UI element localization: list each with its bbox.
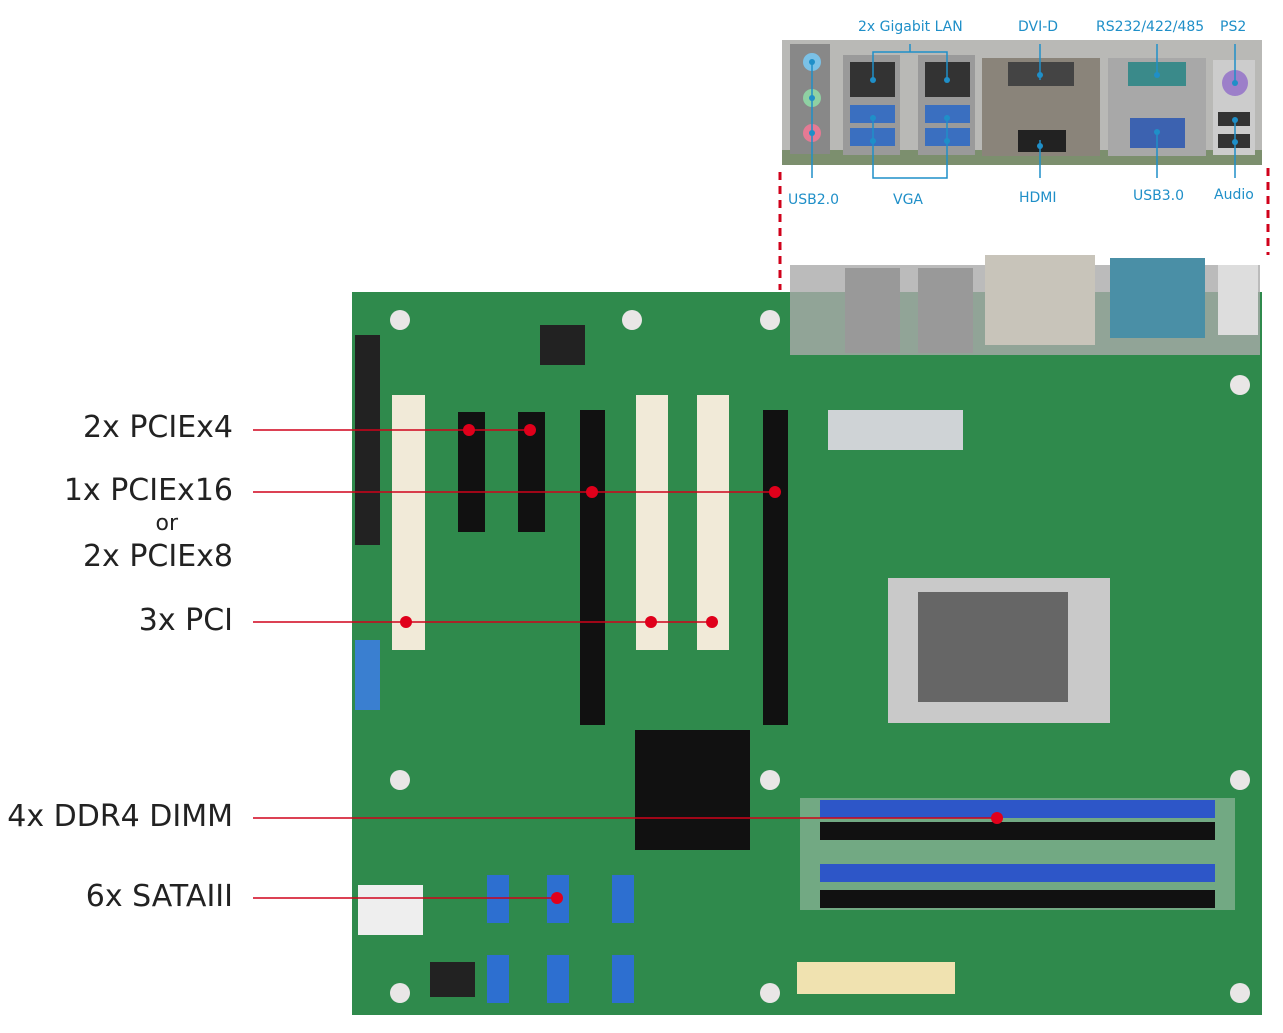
io-label-usb2: USB2.0 (788, 192, 840, 208)
pci-slot-3 (697, 395, 729, 650)
io-label-rs232: RS232/422/485 (1096, 19, 1205, 35)
dimm-slot-2 (820, 822, 1215, 840)
motherboard (352, 255, 1262, 1015)
dimm-slot-1 (820, 800, 1215, 818)
dimm-slot-3 (820, 864, 1215, 882)
label-pci: 3x PCI (138, 603, 233, 638)
dimm-slot-4 (820, 890, 1215, 908)
io-leader-lines (811, 44, 1236, 179)
pci-slot-1 (392, 395, 425, 650)
pci-slot-2 (636, 395, 668, 650)
label-pciex8: 2x PCIEx8 (82, 539, 233, 574)
callout-lines (253, 429, 997, 899)
pciex16-slot-2 (763, 410, 788, 725)
io-label-ps2: PS2 (1220, 19, 1247, 35)
io-label-vga: VGA (893, 192, 924, 208)
io-dashed-guides (778, 168, 1270, 290)
label-sata: 6x SATAIII (85, 879, 233, 914)
mounting-holes (390, 310, 1250, 1003)
label-or: or (155, 511, 178, 536)
io-dots (809, 59, 1238, 149)
io-label-dvi-d: DVI-D (1018, 19, 1059, 35)
label-pciex16: 1x PCIEx16 (63, 473, 233, 508)
pciex16-slot-1 (580, 410, 605, 725)
io-panel-photo (782, 40, 1262, 165)
io-label-gigabit-lan: 2x Gigabit LAN (858, 19, 963, 35)
label-ddr4: 4x DDR4 DIMM (7, 799, 233, 834)
callout-dots (400, 424, 1003, 904)
chipset-heatsink (635, 730, 750, 850)
io-label-usb3: USB3.0 (1133, 188, 1185, 204)
io-label-audio: Audio (1214, 187, 1254, 203)
io-label-hdmi: HDMI (1019, 190, 1057, 206)
label-pciex4: 2x PCIEx4 (82, 410, 233, 445)
atx-power-connector (797, 962, 955, 994)
